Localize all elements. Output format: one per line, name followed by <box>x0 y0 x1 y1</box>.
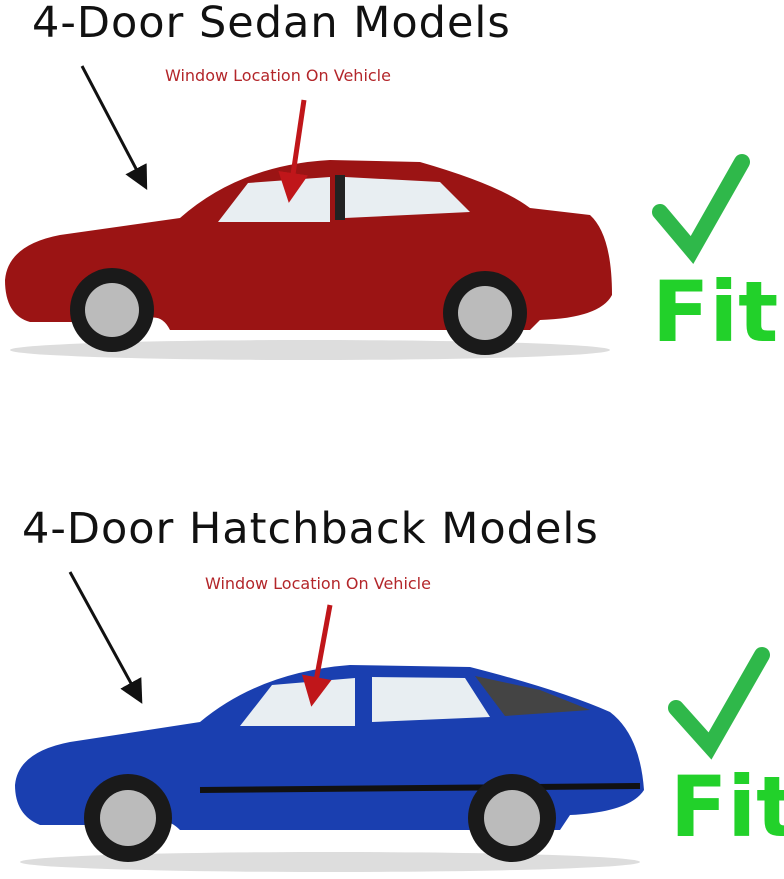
black-arrow <box>80 65 148 190</box>
checkmark-icon <box>668 647 770 760</box>
red-arrow <box>278 99 309 203</box>
window-location-label: Window Location On Vehicle <box>165 66 391 85</box>
checkmark-icon <box>652 154 750 264</box>
section-title: 4-Door Hatchback Models <box>22 504 599 554</box>
fit-label: Fit <box>670 758 784 856</box>
section-title: 4-Door Sedan Models <box>32 0 511 48</box>
fit-label: Fit <box>652 263 779 361</box>
black-arrow <box>68 571 143 704</box>
red-arrow <box>301 604 333 707</box>
sedan-car <box>5 160 612 360</box>
hatchback-car <box>15 665 644 872</box>
window-location-label: Window Location On Vehicle <box>205 574 431 593</box>
